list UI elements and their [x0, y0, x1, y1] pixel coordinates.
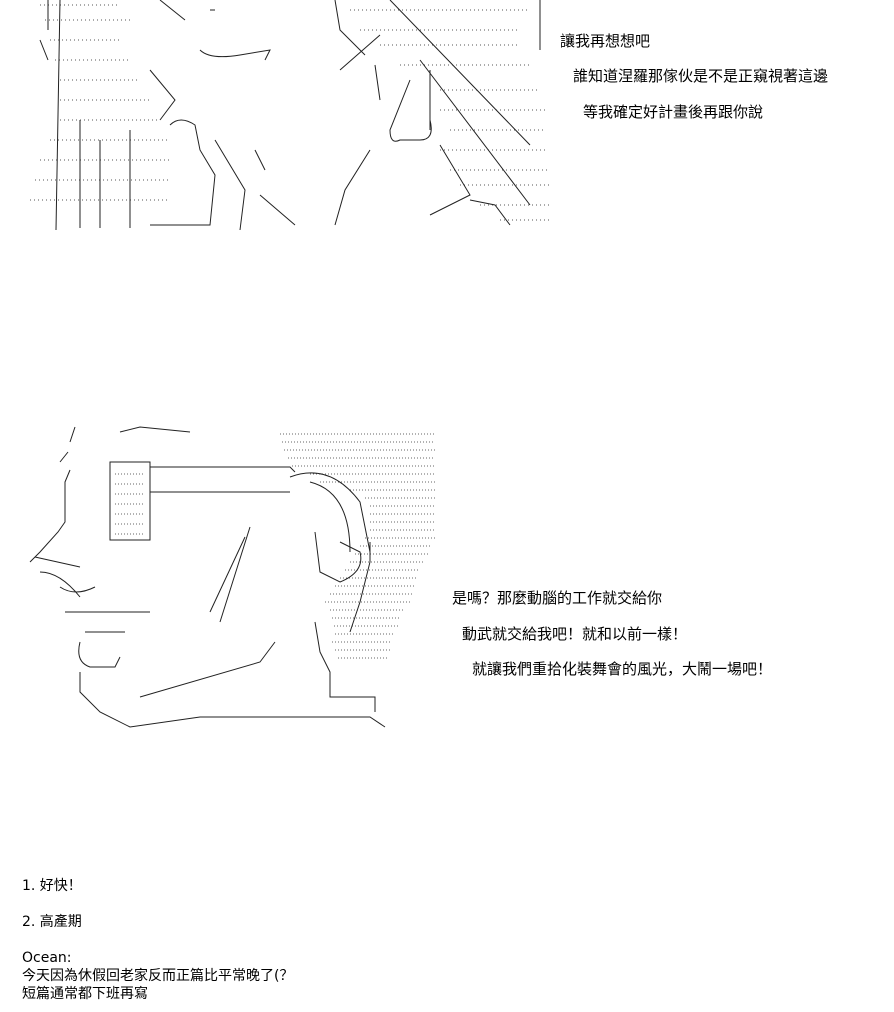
ascii-art-figure-1 [30, 0, 550, 231]
ascii-art-figure-2 [29, 426, 435, 728]
ascii-art-panel-1 [0, 0, 560, 232]
ascii-art-panel-2 [20, 422, 450, 732]
panel2-line-3: 就讓我們重拾化裝舞會的風光，大鬧一場吧！ [472, 660, 773, 678]
note-item-1: 1. 好快！ [22, 878, 82, 894]
author-comment-line-1: 今天因為休假回老家反而正篇比平常晚了(？ [22, 968, 294, 984]
panel1-line-3: 等我確定好計畫後再跟你說 [583, 103, 764, 121]
panel2-line-1: 是嗎？那麼動腦的工作就交給你 [452, 589, 663, 607]
panel1-line-2: 誰知道涅羅那傢伙是不是正窺視著這邊 [573, 67, 829, 85]
author-label: Ocean: [22, 950, 72, 966]
panel1-line-1: 讓我再想想吧 [560, 32, 651, 50]
note-item-2: 2. 高產期 [22, 914, 82, 930]
panel2-line-2: 動武就交給我吧！就和以前一樣！ [462, 625, 688, 643]
author-comment-line-2: 短篇通常都下班再寫 [22, 986, 148, 1002]
